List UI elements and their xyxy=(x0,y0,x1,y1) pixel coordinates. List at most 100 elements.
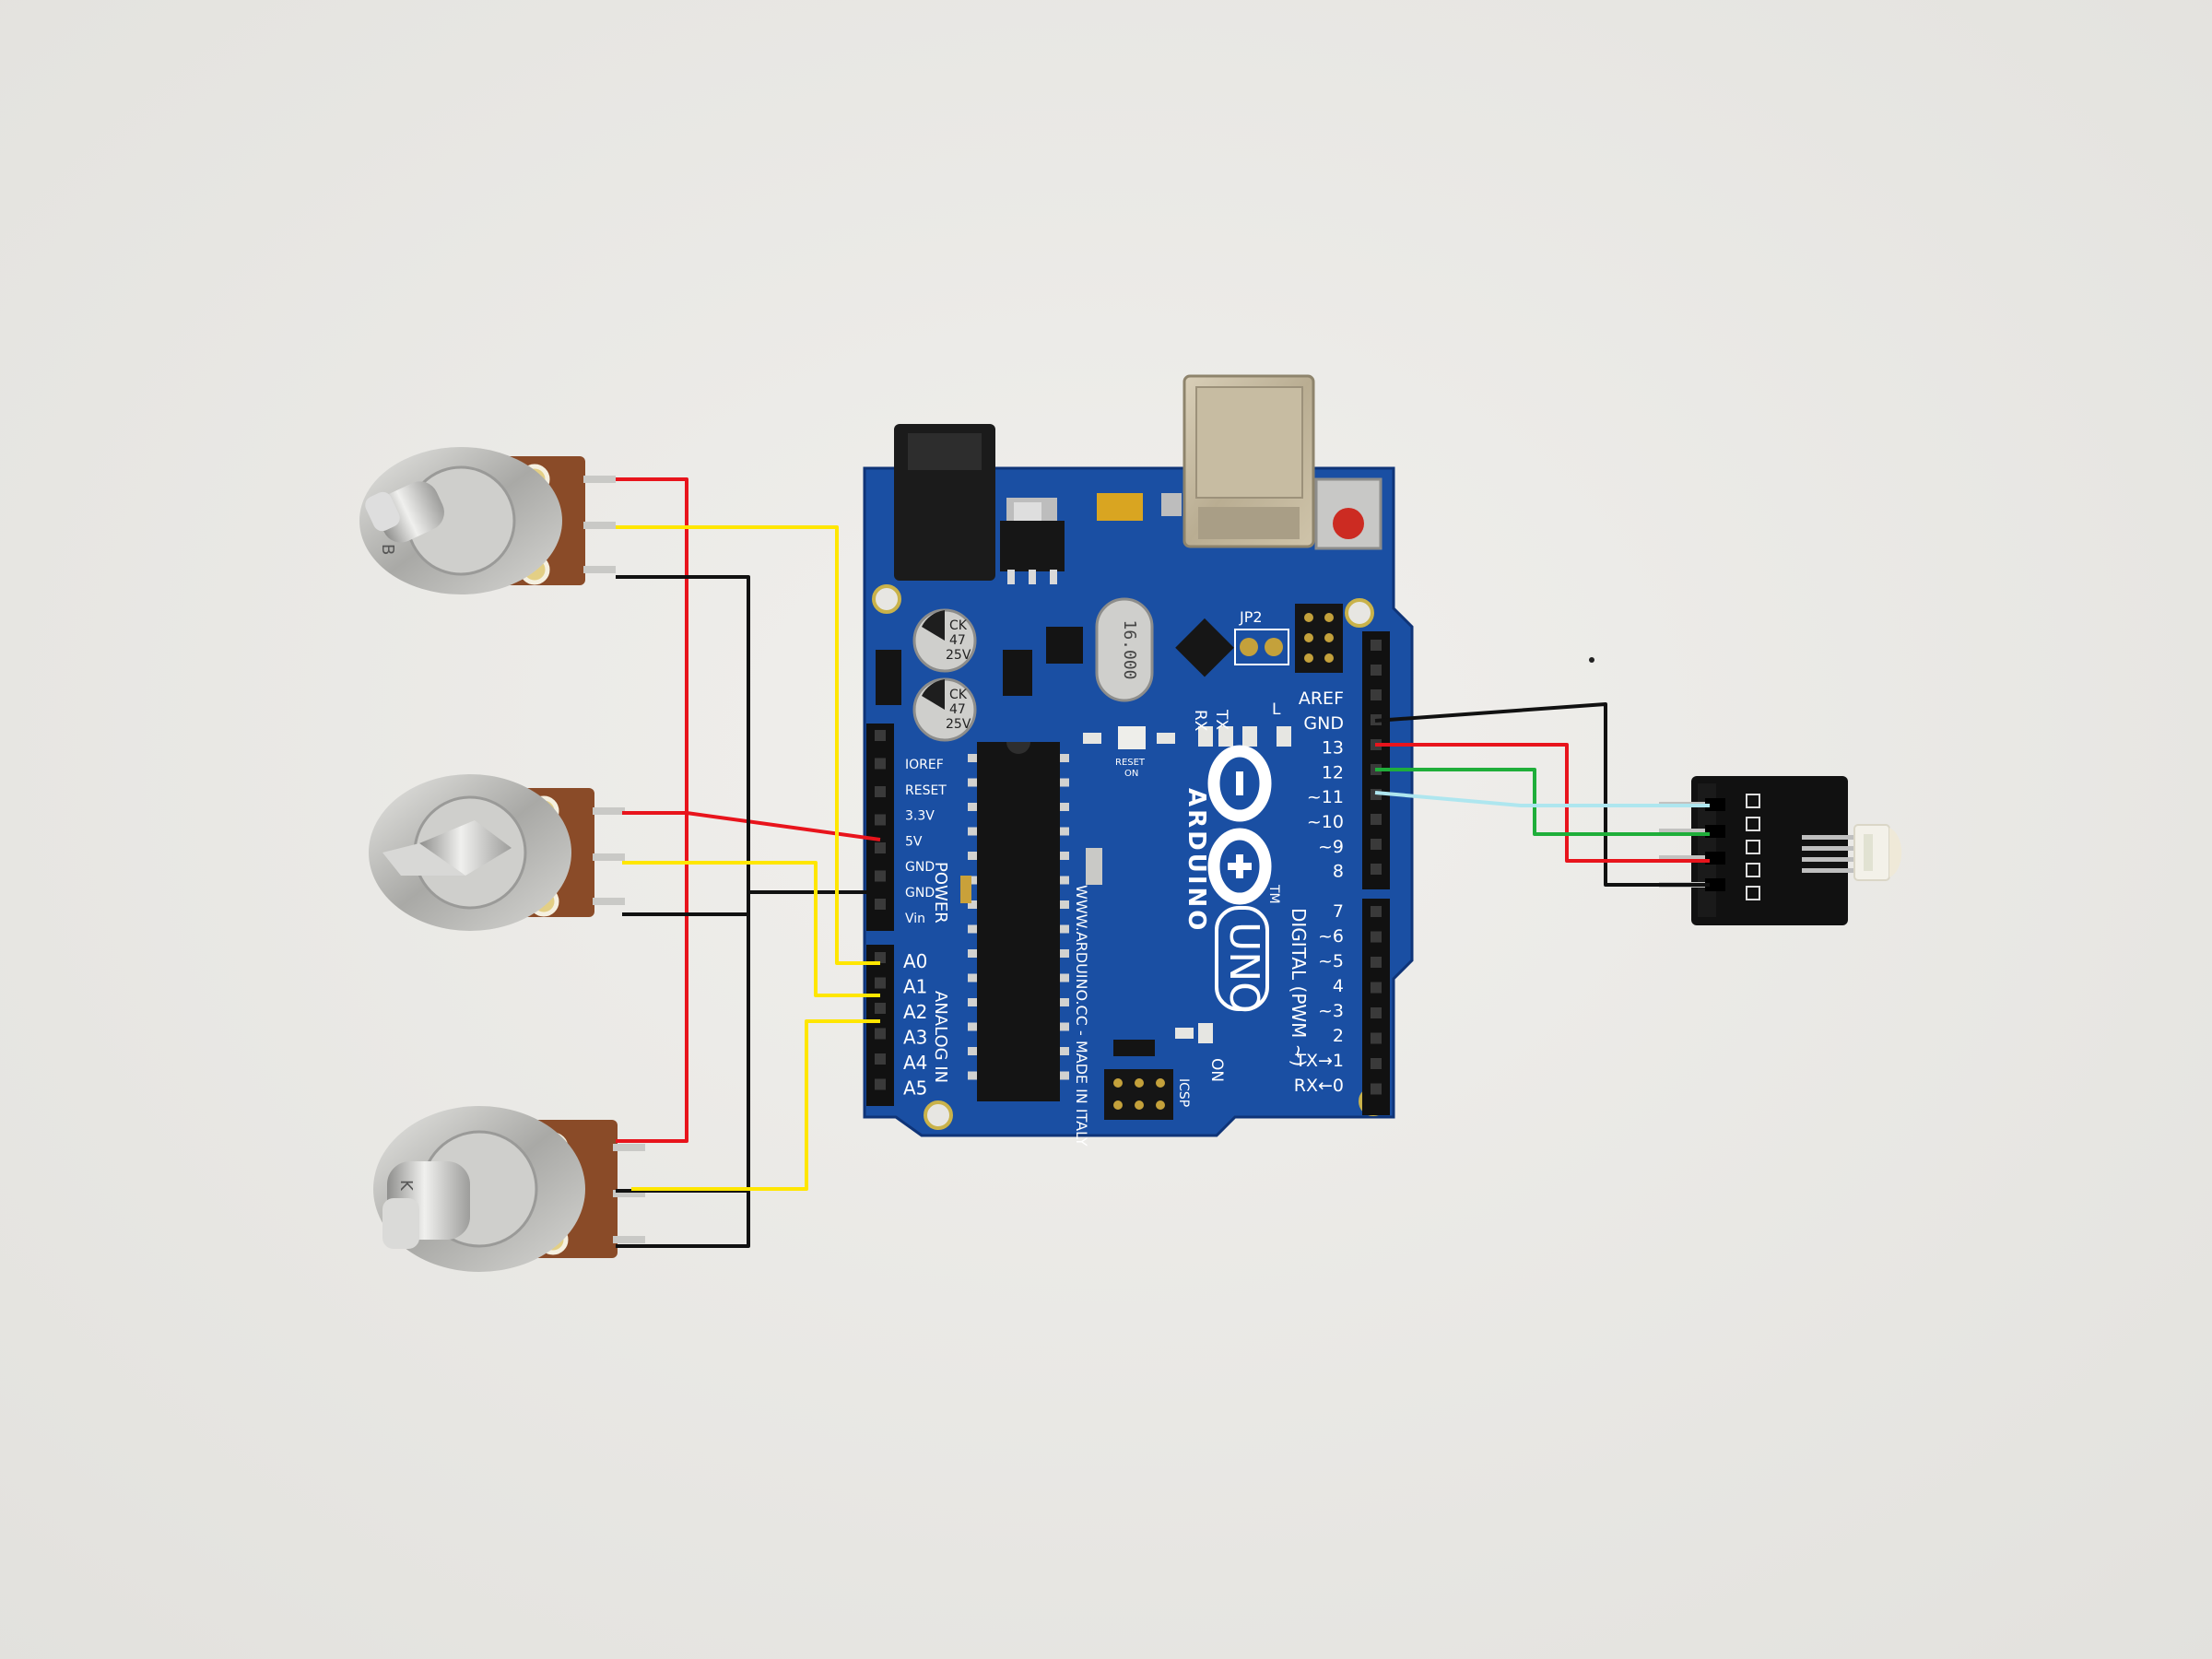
smd-part xyxy=(1161,493,1182,516)
header-socket xyxy=(1371,931,1382,943)
jp2-header: JP2 xyxy=(1234,608,1289,665)
pin-label: A3 xyxy=(903,1027,927,1049)
status-leds xyxy=(1198,726,1291,747)
mounting-hole xyxy=(924,1100,953,1130)
pin-label: 3.3V xyxy=(905,809,935,824)
pin-label: ~10 xyxy=(1307,812,1344,832)
pin-label: A1 xyxy=(903,976,927,998)
pin-label: 5V xyxy=(905,834,923,849)
chip-pins xyxy=(968,754,977,1080)
tx-label: TX xyxy=(1212,709,1230,730)
pot-mark: B xyxy=(378,544,397,555)
wire-vcc xyxy=(1375,743,1710,863)
mounting-hole xyxy=(1345,598,1374,628)
header-socket xyxy=(875,977,886,989)
digital-header-bottom xyxy=(1362,899,1390,1115)
diode xyxy=(876,650,901,705)
potentiometer-bottom: K xyxy=(373,1106,645,1272)
pin-label: 8 xyxy=(1333,862,1344,882)
header-socket xyxy=(1371,814,1382,825)
icsp-label: ICSP xyxy=(1176,1078,1191,1107)
smd-part xyxy=(960,876,971,903)
header-socket xyxy=(875,1003,886,1014)
crystal-oscillator: 16.000 xyxy=(1095,597,1154,702)
wire-signal xyxy=(631,1019,880,1191)
pin-label: GND xyxy=(1303,713,1344,734)
pin-label: AREF xyxy=(1299,688,1344,709)
icsp-header-usb xyxy=(1295,604,1343,673)
dust-speck xyxy=(1589,657,1594,663)
pin-label: ~9 xyxy=(1318,837,1344,857)
smd-resistor xyxy=(1175,1028,1194,1039)
usb-b-connector xyxy=(1182,374,1315,548)
header-socket xyxy=(1371,1007,1382,1018)
pin-label: 12 xyxy=(1322,762,1344,782)
capacitor-label: 47 xyxy=(949,702,966,717)
header-socket xyxy=(875,870,886,882)
capacitor-label: 47 xyxy=(949,633,966,648)
wiring xyxy=(616,477,1710,1248)
pin-label: RESET xyxy=(905,783,947,798)
capacitor-label: CK xyxy=(949,618,968,633)
transistor xyxy=(1003,650,1032,696)
analog-header-title: ANALOG IN xyxy=(931,991,950,1083)
on-label: ON xyxy=(1207,1058,1226,1082)
capacitor-label: 25V xyxy=(946,648,971,663)
rx-label: RX xyxy=(1191,710,1209,732)
dc-power-jack xyxy=(894,424,995,581)
uno-badge: UNO xyxy=(1215,906,1269,1014)
wire-vcc xyxy=(622,811,881,841)
atmega328p-chip xyxy=(968,742,1069,1101)
board-url-text: WWW.ARDUINO.CC - MADE IN ITALY xyxy=(1073,885,1090,1147)
wire-gnd xyxy=(616,575,750,1248)
smd-resistor xyxy=(1086,848,1102,885)
pin-label: TX→1 xyxy=(1294,1051,1344,1071)
header-socket xyxy=(1371,689,1382,700)
arduino-logo xyxy=(1207,745,1272,905)
pin-label: 4 xyxy=(1333,976,1344,996)
crystal-label: 16.000 xyxy=(1120,619,1139,679)
header-socket xyxy=(1371,665,1382,676)
reset-button xyxy=(1314,477,1382,550)
reset-on-label: ON xyxy=(1124,769,1138,779)
capacitor: CK 47 25V xyxy=(912,608,977,673)
reset-jumper-pad xyxy=(1118,726,1146,749)
pin-label: 7 xyxy=(1333,901,1344,922)
atmega16u2-chip xyxy=(1175,618,1234,677)
header-socket xyxy=(1371,640,1382,651)
header-socket xyxy=(1371,1032,1382,1044)
wire-green xyxy=(1375,768,1710,836)
pin-label: IOREF xyxy=(905,758,944,772)
header-socket xyxy=(1371,864,1382,875)
wire-signal xyxy=(616,525,880,965)
jp2-label: JP2 xyxy=(1239,608,1263,626)
header-socket xyxy=(1371,1083,1382,1095)
header-socket xyxy=(1371,982,1382,994)
header-socket xyxy=(875,1053,886,1065)
header-socket xyxy=(1371,839,1382,850)
chip-pins xyxy=(1060,754,1069,1080)
header-socket xyxy=(875,1028,886,1040)
header-socket xyxy=(875,842,886,853)
brand-text: ARDUINO xyxy=(1182,788,1210,933)
header-socket xyxy=(875,952,886,963)
capacitor: CK 47 25V xyxy=(912,677,977,742)
icsp-header xyxy=(1104,1069,1173,1120)
op-amp-chip xyxy=(1046,627,1083,664)
digital-header-title: DIGITAL (PWM ~) xyxy=(1288,908,1310,1066)
pin-label: ~6 xyxy=(1318,926,1344,947)
header-socket xyxy=(875,899,886,910)
header-socket xyxy=(875,730,886,741)
pin-label: Vin xyxy=(905,912,925,926)
capacitor-label: 25V xyxy=(946,717,971,732)
mounting-hole xyxy=(872,584,901,614)
arduino-uno-board: CK 47 25V CK 47 25V xyxy=(863,374,1414,1147)
potentiometer-middle xyxy=(369,774,625,931)
pin-label: GND xyxy=(905,886,935,900)
polyfuse xyxy=(1097,493,1143,521)
analog-header xyxy=(866,945,894,1106)
